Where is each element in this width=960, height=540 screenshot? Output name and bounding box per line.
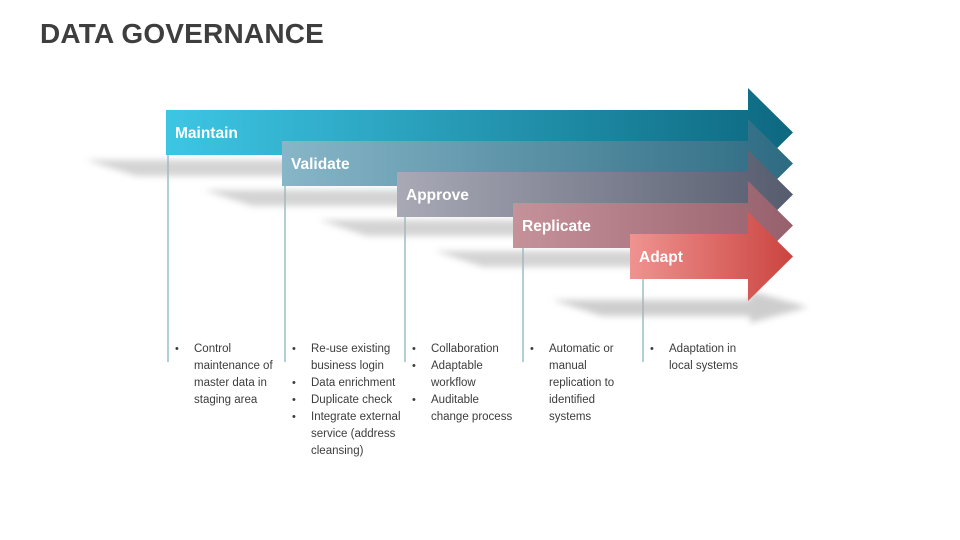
bullet-text: Data enrichment (311, 377, 396, 389)
list-item: • Collaboration (405, 341, 513, 358)
bullet-text: Duplicate check (311, 394, 393, 406)
list-item: • Re-use existing business login (285, 341, 405, 375)
bullet-column-approve: • Collaboration • Adaptable workflow • A… (405, 341, 513, 426)
bullet-marker: • (175, 343, 179, 355)
bullet-column-validate: • Re-use existing business login • Data … (285, 341, 405, 460)
bullet-text: Adaptation in local systems (669, 343, 739, 372)
bullet-marker: • (530, 343, 534, 355)
arrow-approve-label: Approve (406, 187, 469, 204)
bullet-marker: • (292, 411, 296, 423)
bullet-column-adapt: • Adaptation in local systems (643, 341, 761, 375)
list-item: • Control maintenance of master data in … (168, 341, 276, 409)
bullet-column-replicate: • Automatic or manual replication to ide… (523, 341, 635, 426)
bullet-marker: • (650, 343, 654, 355)
bullet-marker: • (292, 394, 296, 406)
bullet-marker: • (412, 343, 416, 355)
list-item: • Adaptation in local systems (643, 341, 761, 375)
bullet-marker: • (292, 343, 296, 355)
bullet-text: Integrate external service (address clea… (311, 411, 401, 457)
arrow-adapt-label: Adapt (639, 249, 683, 266)
arrow-maintain-label: Maintain (175, 125, 238, 142)
bullet-text: Auditable change process (431, 394, 513, 423)
arrow-adapt-shadow (552, 291, 808, 323)
bullet-text: Adaptable workflow (431, 360, 483, 389)
bullet-marker: • (292, 377, 296, 389)
list-item: • Adaptable workflow (405, 358, 513, 392)
list-item: • Data enrichment (285, 375, 405, 392)
bullet-column-maintain: • Control maintenance of master data in … (168, 341, 276, 409)
list-item: • Integrate external service (address cl… (285, 409, 405, 460)
list-item: • Automatic or manual replication to ide… (523, 341, 635, 426)
bullet-text: Re-use existing business login (311, 343, 391, 372)
bullet-marker: • (412, 394, 416, 406)
arrow-replicate-label: Replicate (522, 218, 591, 235)
list-item: • Duplicate check (285, 392, 405, 409)
bullet-marker: • (412, 360, 416, 372)
page-title: DATA GOVERNANCE (40, 18, 325, 49)
arrow-adapt-shape (630, 212, 793, 301)
bullet-text: Automatic or manual replication to ident… (549, 343, 615, 423)
list-item: • Auditable change process (405, 392, 513, 426)
bullet-text: Collaboration (431, 343, 499, 355)
bullet-text: Control maintenance of master data in st… (194, 343, 273, 406)
arrow-validate-label: Validate (291, 156, 350, 173)
